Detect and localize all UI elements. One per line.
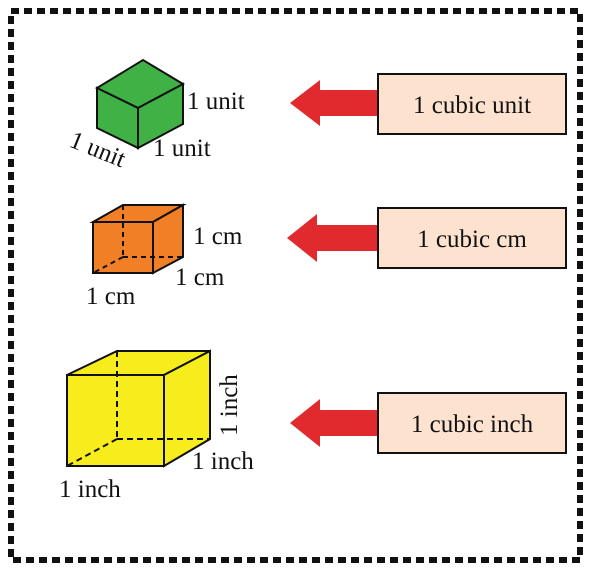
arrow-1 [290, 80, 378, 126]
cube-cm-depth-label: 1 cm [175, 264, 225, 291]
cube-inch-width-label: 1 inch [59, 476, 121, 503]
cubic-cm-box-bg [377, 207, 567, 269]
cube-unit-width-label: 1 unit [153, 135, 211, 162]
cube-inch-front-face [66, 374, 165, 467]
cubic-unit-box-label: 1 cubic unit [413, 92, 531, 119]
cubic-cm-box-label: 1 cubic cm [417, 226, 527, 253]
cubic-inch-box: 1 cubic inch [377, 392, 567, 454]
cube-cm-hidden-edge-depth [92, 256, 124, 274]
cube-inch-depth-label: 1 inch [192, 448, 254, 475]
cube-unit-height-label: 1 unit [187, 88, 245, 115]
cubic-unit-box: 1 cubic unit [377, 73, 567, 135]
cube-cm-front-face [92, 221, 154, 274]
cubic-cm-box: 1 cubic cm [377, 207, 567, 269]
cube-inch-height-label: 1 inch [216, 374, 243, 436]
cube-inch [66, 349, 211, 468]
arrow-3 [290, 399, 378, 447]
cubic-unit-box-bg [377, 73, 567, 135]
cube-cm-height-label: 1 cm [193, 223, 243, 250]
cube-unit [94, 58, 186, 150]
arrow-2 [287, 214, 378, 262]
cube-cm-width-label: 1 cm [86, 283, 136, 310]
cubic-inch-box-label: 1 cubic inch [411, 411, 534, 438]
cube-unit-side-face [137, 82, 184, 150]
cube-cm [89, 203, 187, 275]
cubic-inch-box-bg [377, 392, 567, 454]
